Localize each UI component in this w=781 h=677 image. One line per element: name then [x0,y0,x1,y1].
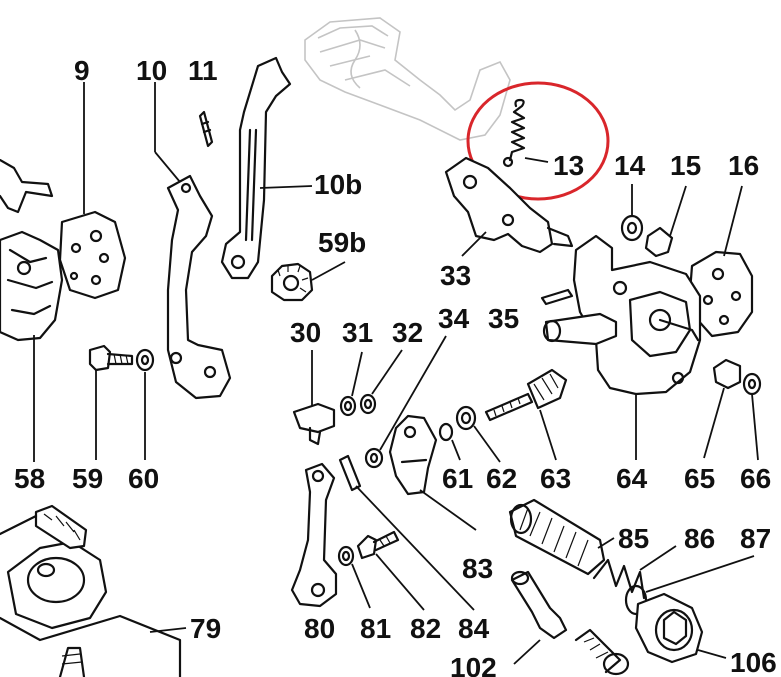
gear-nut-part-59b[interactable] [270,261,346,302]
pin-part-11[interactable] [198,110,214,148]
label-15: 15 [670,150,701,181]
label-59: 59 [72,463,103,494]
spring-part-13[interactable] [502,98,549,168]
bolt-part-63[interactable] [484,368,568,461]
stud-assembly [574,628,630,676]
clamp-part-83[interactable] [388,414,477,531]
ghost-assembly-outline [304,17,511,141]
filter-part-85[interactable] [508,498,615,576]
label-58: 58 [14,463,45,494]
label-60: 60 [128,463,159,494]
spring-part-86[interactable] [592,545,677,600]
label-80: 80 [304,613,335,644]
base-part-79[interactable] [0,540,187,677]
bolt-part-59[interactable] [88,344,134,460]
label-35: 35 [488,303,519,334]
label-33: 33 [440,260,471,291]
housing-part-64[interactable] [542,234,702,460]
label-30: 30 [290,317,321,348]
label-14: 14 [614,150,646,181]
label-83: 83 [462,553,493,584]
washer-part-81[interactable] [337,545,371,609]
label-106: 106 [730,647,777,677]
washer-part-66[interactable] [742,372,762,461]
lever-part-80[interactable] [290,462,338,608]
label-16: 16 [728,150,759,181]
pin-part-35[interactable] [540,288,574,306]
label-11: 11 [188,55,218,86]
label-85: 85 [618,523,649,554]
label-79: 79 [190,613,221,644]
lever-part-10[interactable] [154,82,232,400]
label-65: 65 [684,463,715,494]
cap-part-106[interactable] [634,592,727,664]
highlight-circle [466,81,610,201]
label-64: 64 [616,463,648,494]
label-10: 10 [136,55,167,86]
bolt-part-82[interactable] [356,530,425,611]
washer-part-34[interactable] [364,335,447,469]
bracket-part-30[interactable] [292,350,336,446]
plate-part-9[interactable] [58,82,127,300]
label-10b: 10b [314,169,362,200]
label-87: 87 [740,523,771,554]
label-59b: 59b [318,227,366,258]
bushing-part-65[interactable] [703,358,742,459]
label-82: 82 [410,613,441,644]
label-86: 86 [684,523,715,554]
bushing-part-15[interactable] [644,185,687,258]
washer-part-32[interactable] [359,349,403,415]
assembly-part-58[interactable] [0,158,64,462]
washer-part-62[interactable] [455,405,501,463]
bracket-part-33[interactable] [444,156,574,257]
label-32: 32 [392,317,423,348]
label-31: 31 [342,317,373,348]
label-13: 13 [553,150,584,181]
label-9: 9 [74,55,90,86]
label-81: 81 [360,613,391,644]
label-63: 63 [540,463,571,494]
washer-part-61[interactable] [438,422,461,461]
label-66: 66 [740,463,771,494]
part-labels: 9 10 11 10b 59b 13 14 15 16 33 34 35 30 … [14,55,777,677]
label-34: 34 [438,303,470,334]
valve-part-102[interactable] [510,570,568,665]
label-84: 84 [458,613,490,644]
gasket-part [0,504,88,550]
label-61: 61 [442,463,473,494]
washer-part-31[interactable] [339,351,363,417]
label-102: 102 [450,652,497,677]
link-arm-part-10b[interactable] [220,56,313,280]
label-62: 62 [486,463,517,494]
washer-part-14[interactable] [620,184,644,242]
plate-part-16[interactable] [688,185,754,338]
pin-part-84[interactable] [338,454,475,611]
washer-part-60[interactable] [135,348,155,460]
